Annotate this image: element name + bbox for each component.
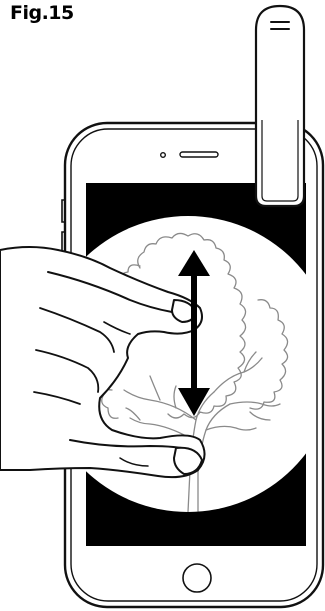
front-camera [161,153,166,158]
clip-body [256,6,304,206]
home-button [183,564,211,592]
earpiece-speaker [180,152,218,157]
arrow-shaft [191,268,197,396]
clip-on-lens-icon [256,6,304,206]
